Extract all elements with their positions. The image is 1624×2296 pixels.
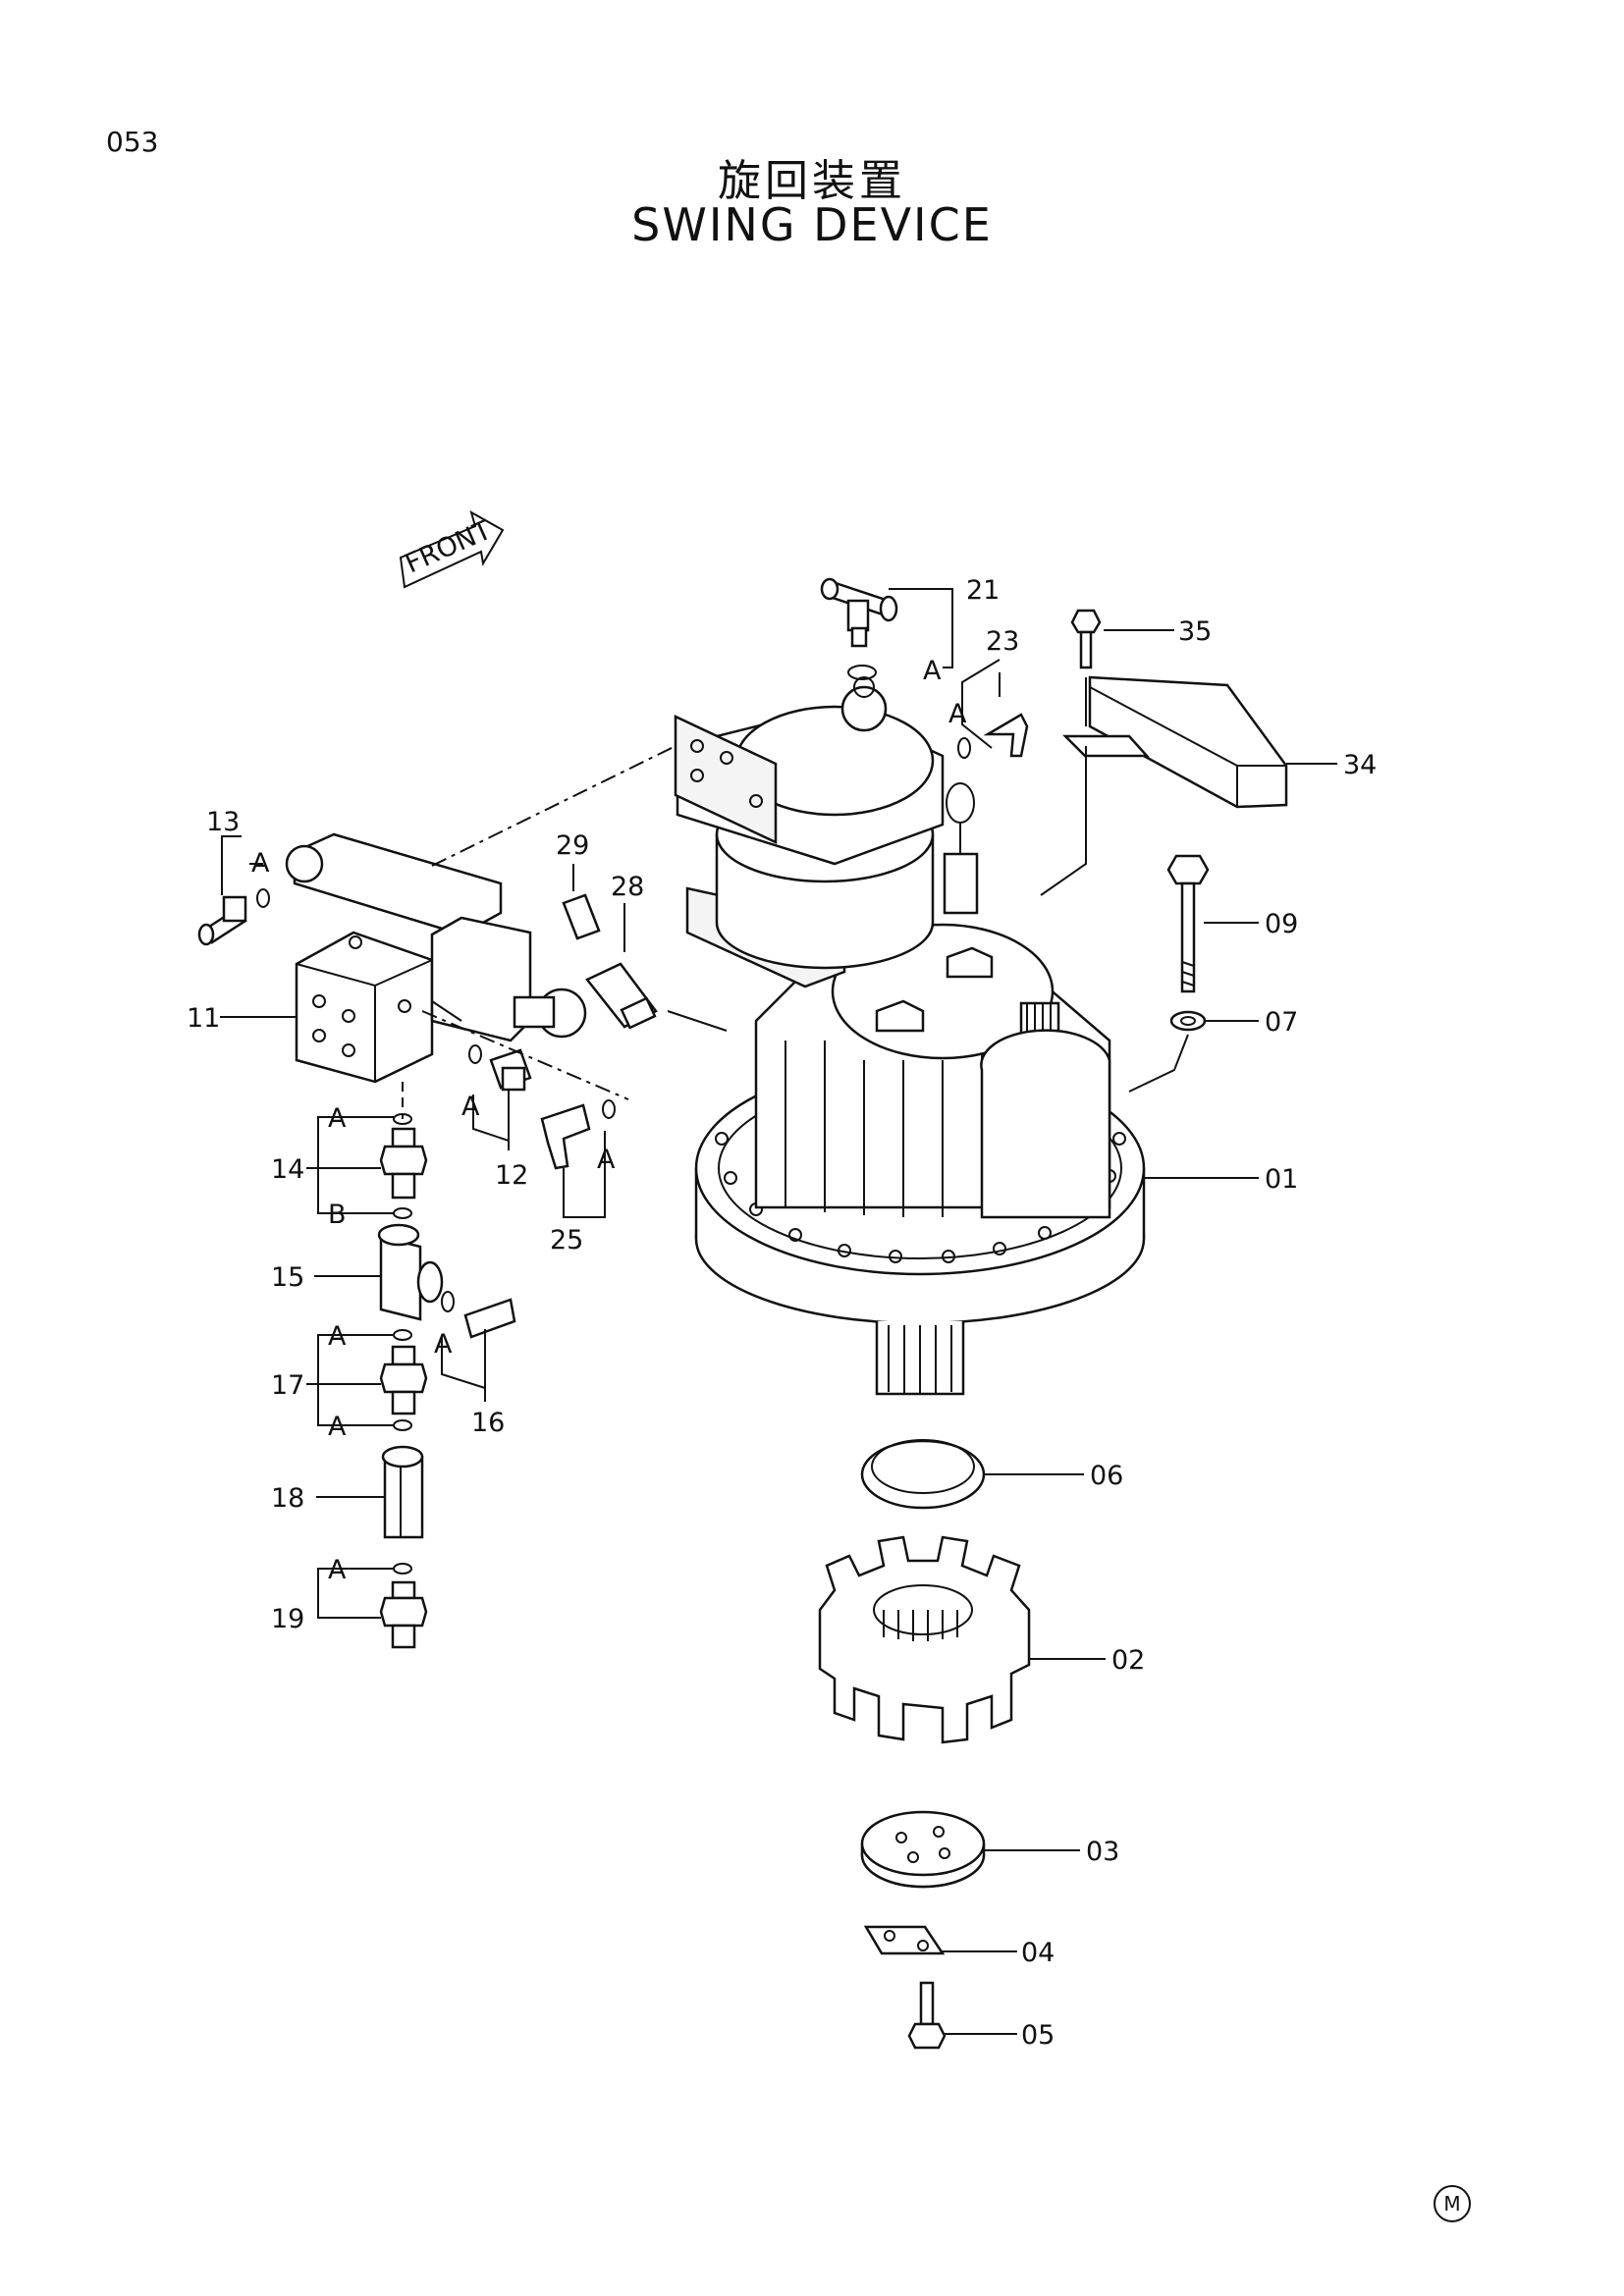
assembly-lines bbox=[402, 745, 677, 1119]
part-34-cover[interactable] bbox=[1061, 675, 1288, 809]
callouts: 01 02 03 04 05 06 07 09 11 12 13 14 15 1… bbox=[187, 575, 1377, 2051]
callout-13: 13 bbox=[206, 807, 240, 837]
part-11-valve-block[interactable] bbox=[285, 832, 587, 1084]
marker-a: A bbox=[328, 1103, 347, 1134]
part-06-ring[interactable] bbox=[860, 1439, 1084, 1510]
part-14-fitting[interactable] bbox=[306, 1113, 428, 1219]
front-label: FRONT bbox=[401, 514, 496, 579]
callout-07: 07 bbox=[1265, 1007, 1298, 1038]
part-07-washer[interactable] bbox=[1128, 1010, 1259, 1093]
marker-a: A bbox=[597, 1145, 616, 1175]
part-16-fitting[interactable] bbox=[441, 1291, 516, 1402]
part-25-fitting[interactable] bbox=[540, 1099, 616, 1218]
swing-motor-assembly[interactable] bbox=[667, 676, 1146, 1396]
part-21-tee-fitting[interactable] bbox=[820, 577, 953, 680]
part-12-connector[interactable] bbox=[468, 1044, 532, 1150]
part-13-elbow-fitting[interactable] bbox=[197, 835, 270, 946]
marker-a: A bbox=[948, 699, 967, 729]
page-title: SWING DEVICE bbox=[631, 198, 993, 251]
marker-a: A bbox=[251, 848, 270, 879]
marker-b: B bbox=[328, 1200, 347, 1230]
callout-19: 19 bbox=[271, 1604, 304, 1634]
front-arrow: FRONT bbox=[399, 509, 505, 589]
part-18-hex-coupling[interactable] bbox=[316, 1445, 424, 1539]
leader-lines bbox=[220, 763, 1337, 1179]
callout-15: 15 bbox=[271, 1262, 304, 1293]
callout-04: 04 bbox=[1021, 1938, 1055, 1968]
callout-25: 25 bbox=[550, 1225, 583, 1255]
page-title-japanese: 旋回装置 bbox=[718, 156, 906, 206]
marker-a: A bbox=[328, 1321, 347, 1352]
callout-34: 34 bbox=[1343, 750, 1377, 780]
callout-14: 14 bbox=[271, 1154, 304, 1185]
page-number: 053 bbox=[106, 126, 159, 158]
part-15-tee[interactable] bbox=[314, 1223, 444, 1321]
marker-a: A bbox=[461, 1092, 480, 1122]
part-05-bolt[interactable] bbox=[907, 1981, 1017, 2050]
callout-21: 21 bbox=[966, 575, 1000, 606]
callout-16: 16 bbox=[471, 1408, 505, 1438]
corner-mark: M bbox=[1434, 2185, 1471, 2222]
callout-09: 09 bbox=[1265, 909, 1298, 939]
callout-06: 06 bbox=[1090, 1461, 1123, 1491]
part-03-end-cap[interactable] bbox=[860, 1810, 1080, 1889]
part-23-elbow-fitting[interactable] bbox=[957, 659, 1029, 759]
callout-18: 18 bbox=[271, 1483, 304, 1514]
callout-05: 05 bbox=[1021, 2020, 1055, 2051]
marker-a: A bbox=[434, 1329, 453, 1360]
callout-01: 01 bbox=[1265, 1164, 1298, 1195]
callout-29: 29 bbox=[556, 830, 589, 861]
callout-03: 03 bbox=[1086, 1837, 1119, 1867]
part-29-plug[interactable] bbox=[562, 864, 601, 940]
callout-23: 23 bbox=[986, 626, 1019, 657]
callout-35: 35 bbox=[1178, 616, 1212, 647]
callout-11: 11 bbox=[187, 1003, 220, 1034]
connection-markers: A A A A A A B A A A A bbox=[251, 656, 967, 1585]
callout-17: 17 bbox=[271, 1370, 304, 1401]
marker-a: A bbox=[923, 656, 942, 686]
part-04-lock-plate[interactable] bbox=[863, 1925, 1017, 1955]
part-09-bolt[interactable] bbox=[1166, 854, 1259, 993]
part-28-adapter[interactable] bbox=[585, 903, 658, 1030]
callout-28: 28 bbox=[611, 872, 644, 902]
marker-a: A bbox=[328, 1555, 347, 1585]
part-19-fitting[interactable] bbox=[317, 1563, 428, 1649]
callout-12: 12 bbox=[495, 1160, 528, 1191]
callout-02: 02 bbox=[1111, 1645, 1145, 1676]
part-17-fitting[interactable] bbox=[306, 1329, 428, 1431]
marker-a: A bbox=[328, 1412, 347, 1442]
part-35-bolt[interactable] bbox=[1040, 609, 1174, 896]
part-02-pinion-gear[interactable] bbox=[818, 1535, 1106, 1744]
